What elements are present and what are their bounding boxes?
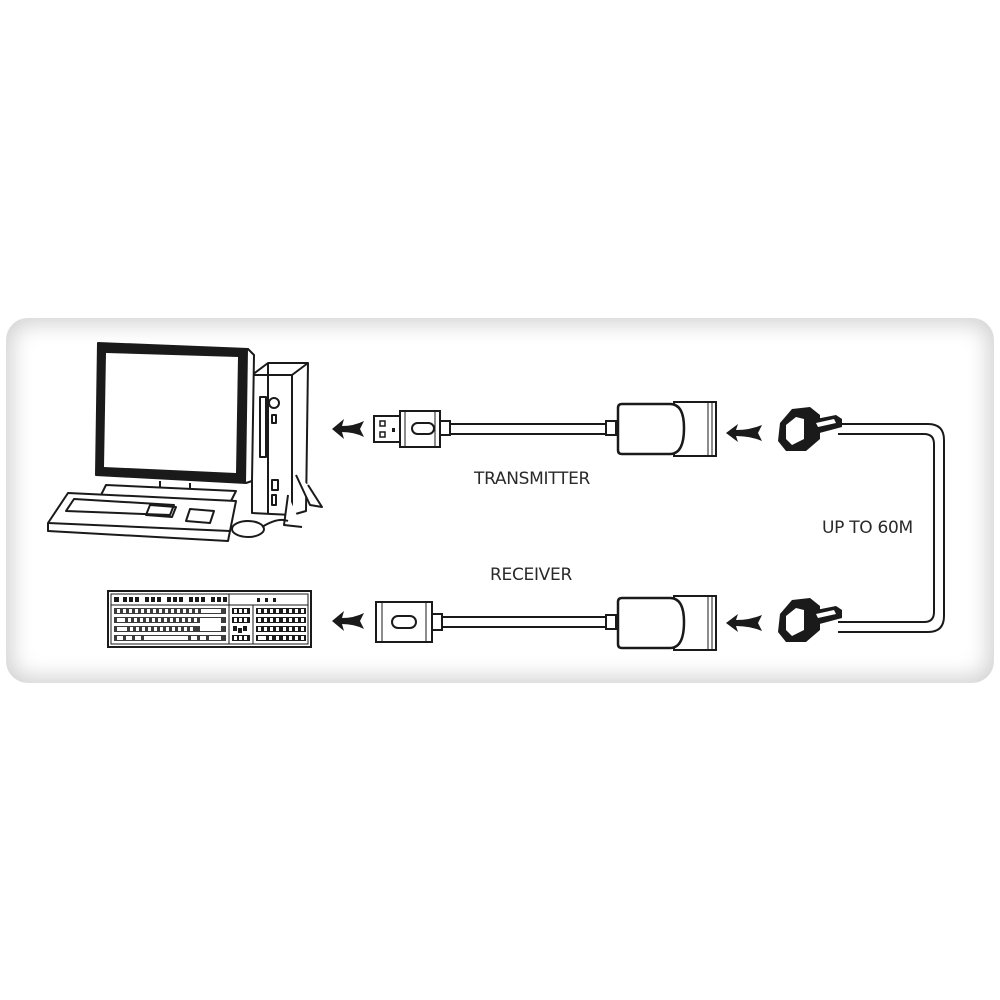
transmitter-cable xyxy=(449,423,609,435)
arrow-left-icon xyxy=(726,424,762,442)
receiver-cable xyxy=(442,616,610,628)
keyboard-icon xyxy=(107,590,312,648)
arrow-left-icon xyxy=(332,419,364,439)
arrow-left-icon xyxy=(332,611,364,631)
rj45-plug-icon xyxy=(778,407,842,451)
desktop-computer-icon xyxy=(47,342,323,542)
usb-a-female-connector-icon xyxy=(375,601,443,643)
receiver-label: RECEIVER xyxy=(490,565,572,585)
usb-a-male-connector-icon xyxy=(373,410,451,448)
receiver-adapter-icon xyxy=(605,595,717,651)
transmitter-label: TRANSMITTER xyxy=(474,469,591,489)
cable-length-label: UP TO 60M xyxy=(822,518,913,538)
arrow-left-icon xyxy=(726,614,762,632)
network-cable xyxy=(838,423,945,633)
transmitter-adapter-icon xyxy=(605,401,717,457)
rj45-plug-icon xyxy=(778,598,842,642)
